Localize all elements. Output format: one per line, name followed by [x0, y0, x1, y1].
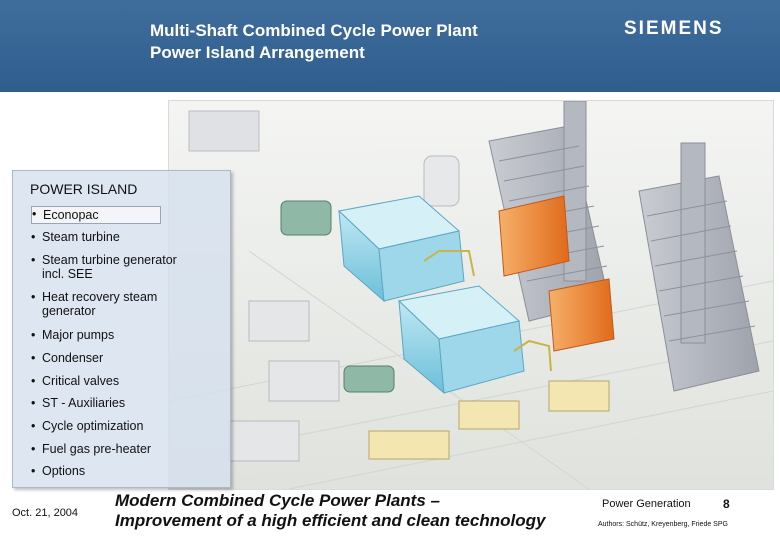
bullet-icon: •: [31, 230, 36, 244]
list-item-hrsg: • Heat recovery steam generator: [31, 290, 157, 318]
list-item-econopac: • Econopac: [31, 206, 161, 224]
list-item-label: Cycle optimization: [42, 419, 144, 433]
bullet-icon: •: [31, 442, 36, 456]
list-item-steam-turbine: • Steam turbine: [31, 230, 120, 244]
list-item-label: Econopac: [43, 208, 99, 222]
list-item-major-pumps: • Major pumps: [31, 328, 114, 342]
siemens-logo: SIEMENS: [624, 18, 724, 39]
list-item-label-cont: incl. SEE: [42, 267, 93, 281]
list-item-label: Fuel gas pre-heater: [42, 442, 152, 456]
hrsg-2: [638, 142, 760, 392]
list-item-options: • Options: [31, 464, 85, 478]
plant-illustration: [169, 101, 773, 489]
power-island-panel: POWER ISLAND • Econopac • Steam turbine …: [12, 170, 231, 488]
bullet-icon: •: [31, 351, 36, 365]
header-band: Multi-Shaft Combined Cycle Power Plant P…: [0, 0, 780, 92]
list-item-label: Steam turbine generator: [42, 253, 177, 267]
plant-rendering-image: [168, 100, 774, 490]
title-line-1: Multi-Shaft Combined Cycle Power Plant: [150, 21, 478, 40]
footer-title-line-1: Modern Combined Cycle Power Plants –: [115, 491, 440, 510]
footer-department: Power Generation: [602, 498, 691, 510]
footer-date: Oct. 21, 2004: [12, 507, 79, 519]
list-item-fuel-gas-pre-heater: • Fuel gas pre-heater: [31, 442, 151, 456]
footer-title-line-2: Improvement of a high efficient and clea…: [115, 511, 546, 530]
list-item-label-cont: generator: [42, 304, 96, 318]
bullet-icon: •: [31, 374, 36, 388]
list-item-label: Heat recovery steam: [42, 290, 158, 304]
list-item-st-auxiliaries: • ST - Auxiliaries: [31, 396, 125, 410]
list-item-condenser: • Condenser: [31, 351, 103, 365]
list-item-steam-turbine-generator: • Steam turbine generator incl. SEE: [31, 253, 177, 281]
list-item-cycle-optimization: • Cycle optimization: [31, 419, 143, 433]
list-item-label: Condenser: [42, 351, 104, 365]
bullet-icon: •: [31, 464, 36, 478]
title-line-2: Power Island Arrangement: [150, 43, 365, 62]
bullet-icon: •: [31, 253, 36, 267]
list-item-label: Steam turbine: [42, 230, 120, 244]
bullet-icon: •: [31, 396, 36, 410]
list-item-critical-valves: • Critical valves: [31, 374, 119, 388]
power-island-heading: POWER ISLAND: [30, 181, 138, 197]
bullet-icon: •: [31, 328, 36, 342]
bullet-icon: •: [32, 207, 37, 221]
bullet-icon: •: [31, 290, 36, 304]
footer-title: Modern Combined Cycle Power Plants – Imp…: [115, 491, 545, 531]
footer-authors: Authors: Schütz, Kreyenberg, Friede SPG: [598, 521, 728, 528]
list-item-label: Options: [42, 464, 86, 478]
page-number: 8: [723, 497, 730, 511]
list-item-label: ST - Auxiliaries: [42, 396, 126, 410]
bullet-icon: •: [31, 419, 36, 433]
turbine-enclosure-2: [397, 285, 525, 395]
list-item-label: Critical valves: [42, 374, 120, 388]
slide-title: Multi-Shaft Combined Cycle Power Plant P…: [150, 20, 478, 64]
turbine-enclosure-1: [337, 195, 465, 303]
list-item-label: Major pumps: [42, 328, 115, 342]
